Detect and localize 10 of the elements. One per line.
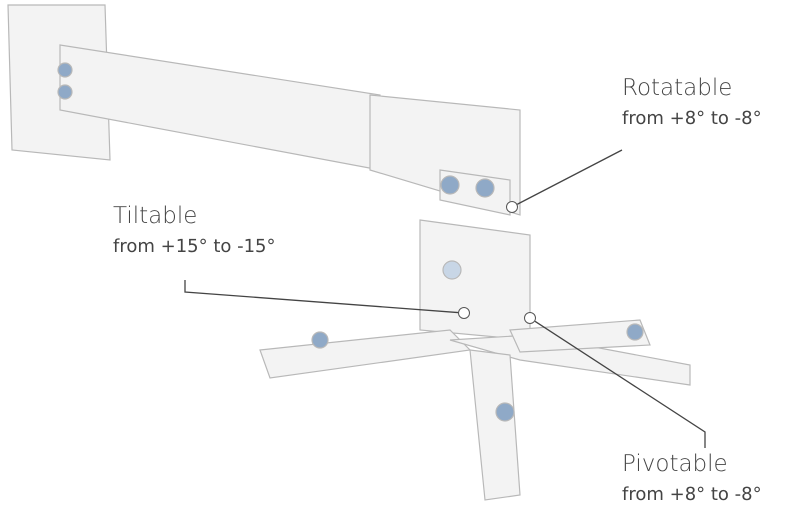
callout-title: Pivotable [622,450,729,479]
callout-title: Rotatable [622,74,734,103]
leader-line [517,149,622,205]
marker-dot [524,312,536,324]
leader-line [534,320,706,448]
angle-range: from +8° to -8° [622,483,763,507]
angle-range: from +8° to -8° [622,107,763,131]
callout-title: Tiltable [113,202,198,231]
leader-line [184,280,458,314]
angle-range: from +15° to -15° [113,235,277,259]
